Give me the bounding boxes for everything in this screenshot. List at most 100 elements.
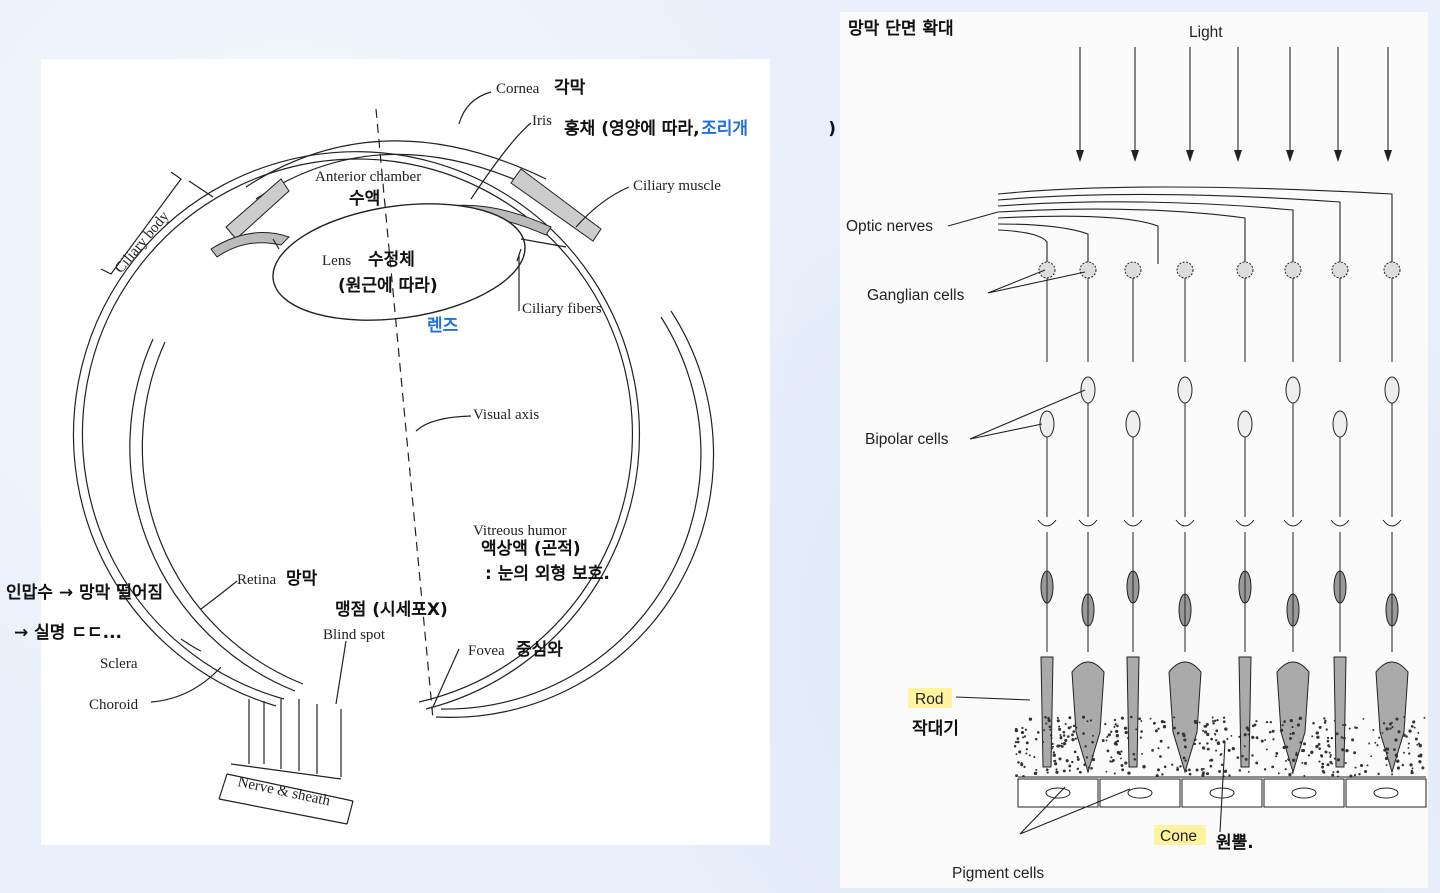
pigment-dot bbox=[1044, 715, 1047, 719]
pigment-dot bbox=[1277, 772, 1280, 775]
pigment-dot bbox=[1332, 771, 1335, 774]
pigment-dot bbox=[1414, 737, 1418, 741]
pigment-dot bbox=[1157, 727, 1160, 730]
pigment-dot bbox=[1183, 738, 1187, 742]
label-cornea: Cornea bbox=[496, 81, 540, 97]
pigment-dot bbox=[1327, 744, 1330, 747]
pigment-dot bbox=[1212, 721, 1215, 725]
pigment-dot bbox=[1333, 719, 1336, 722]
ganglion-cell bbox=[1236, 261, 1254, 279]
pigment-dot bbox=[1364, 770, 1368, 774]
label-fovea: Fovea bbox=[468, 643, 505, 659]
pigment-dot bbox=[1043, 729, 1046, 732]
ciliary-body-left bbox=[225, 178, 290, 240]
pigment-dot bbox=[1210, 737, 1213, 741]
cone-cell bbox=[1071, 661, 1105, 774]
pigment-dot bbox=[1138, 717, 1142, 721]
pigment-dot bbox=[1272, 738, 1275, 741]
pigment-dot bbox=[1035, 768, 1038, 771]
pigment-dot bbox=[1417, 731, 1420, 734]
pigment-dot bbox=[1176, 766, 1179, 769]
pigment-dot bbox=[1056, 719, 1060, 723]
pigment-dot bbox=[1423, 716, 1426, 719]
pigment-dot bbox=[1091, 754, 1094, 758]
pigment-dot bbox=[1105, 739, 1108, 742]
pigment-dot bbox=[1370, 755, 1373, 758]
pigment-dot bbox=[1374, 741, 1377, 744]
cone-cell bbox=[1375, 661, 1409, 774]
pigment-dot bbox=[1381, 731, 1384, 734]
pigment-dot bbox=[1301, 761, 1304, 764]
pigment-dot bbox=[1204, 724, 1208, 728]
pigment-dot bbox=[1220, 763, 1224, 767]
pigment-dot bbox=[1124, 730, 1128, 735]
pigment-dot bbox=[1114, 740, 1118, 744]
pigment-dot bbox=[1020, 730, 1025, 735]
pigment-dot bbox=[1060, 744, 1064, 748]
pigment-dot bbox=[1051, 742, 1054, 746]
pigment-dot bbox=[1052, 745, 1054, 748]
synapse bbox=[1037, 519, 1057, 527]
pigment-dot bbox=[1090, 767, 1093, 770]
pigment-layer bbox=[1013, 715, 1427, 808]
pigment-dot bbox=[1014, 728, 1019, 733]
pigment-dot bbox=[1062, 741, 1067, 746]
pigment-dot bbox=[1193, 719, 1198, 724]
label-optic-nerves: Optic nerves bbox=[846, 218, 933, 235]
pigment-dot bbox=[1132, 752, 1136, 756]
pigment-dot bbox=[1264, 739, 1267, 742]
pigment-dot bbox=[1255, 736, 1259, 740]
pigment-dot bbox=[1383, 748, 1386, 752]
pigment-dot bbox=[1215, 729, 1219, 733]
pigment-dot bbox=[1179, 765, 1182, 768]
pigment-dot bbox=[1315, 731, 1319, 735]
label-ciliary-muscle: Ciliary muscle bbox=[633, 178, 721, 194]
pigment-dot bbox=[1182, 734, 1186, 738]
bipolar-cell bbox=[1285, 376, 1301, 404]
pigment-dot bbox=[1200, 767, 1204, 771]
pigment-dot bbox=[1198, 742, 1201, 745]
pigment-dot bbox=[1231, 747, 1236, 751]
pigment-dot bbox=[1152, 721, 1156, 725]
pigment-dot bbox=[1289, 736, 1293, 740]
pigment-dot bbox=[1321, 769, 1325, 773]
pigment-dot bbox=[1025, 741, 1029, 745]
pigment-dot bbox=[1076, 757, 1080, 761]
pigment-dot bbox=[1086, 720, 1089, 723]
pigment-dot bbox=[1149, 717, 1152, 720]
pigment-dot bbox=[1325, 728, 1328, 731]
pigment-dot bbox=[1121, 768, 1125, 772]
pigment-dot bbox=[1244, 757, 1248, 761]
pigment-dot bbox=[1116, 724, 1119, 728]
pigment-dot bbox=[1271, 729, 1275, 733]
pigment-dot bbox=[1223, 769, 1228, 773]
pigment-dot bbox=[1087, 766, 1091, 769]
pigment-dot bbox=[1124, 761, 1128, 765]
pigment-dot bbox=[1064, 738, 1068, 742]
pigment-dot bbox=[1091, 734, 1094, 737]
pigment-dot bbox=[1287, 758, 1291, 762]
note-cornea: 각막 bbox=[554, 78, 586, 98]
bipolar-cell bbox=[1177, 376, 1193, 404]
pigment-dot bbox=[1047, 718, 1051, 723]
label-anterior-chamber: Anterior chamber bbox=[315, 169, 421, 185]
pigment-dot bbox=[1391, 726, 1394, 729]
pigment-dot bbox=[1113, 718, 1117, 722]
pigment-dot bbox=[1255, 719, 1258, 723]
label-vitreous-humor: Vitreous humor bbox=[473, 523, 567, 539]
pigment-dot bbox=[1046, 771, 1049, 774]
pigment-dot bbox=[1013, 744, 1017, 748]
bipolar-cell bbox=[1125, 410, 1141, 438]
iris-left bbox=[210, 232, 290, 258]
pigment-dot bbox=[1055, 768, 1058, 771]
note-lens-1: 수정체 bbox=[368, 250, 415, 270]
note-anterior-chamber: 수액 bbox=[349, 189, 380, 209]
pigment-dot bbox=[1353, 773, 1357, 777]
pigment-dot bbox=[1073, 750, 1077, 754]
pigment-dot bbox=[1157, 768, 1161, 772]
pigment-dot bbox=[1285, 759, 1287, 762]
pigment-dot bbox=[1321, 765, 1325, 769]
pigment-dot bbox=[1115, 734, 1119, 738]
note-lens-highlight: 렌즈 bbox=[427, 316, 459, 336]
pigment-dot bbox=[1202, 767, 1205, 770]
